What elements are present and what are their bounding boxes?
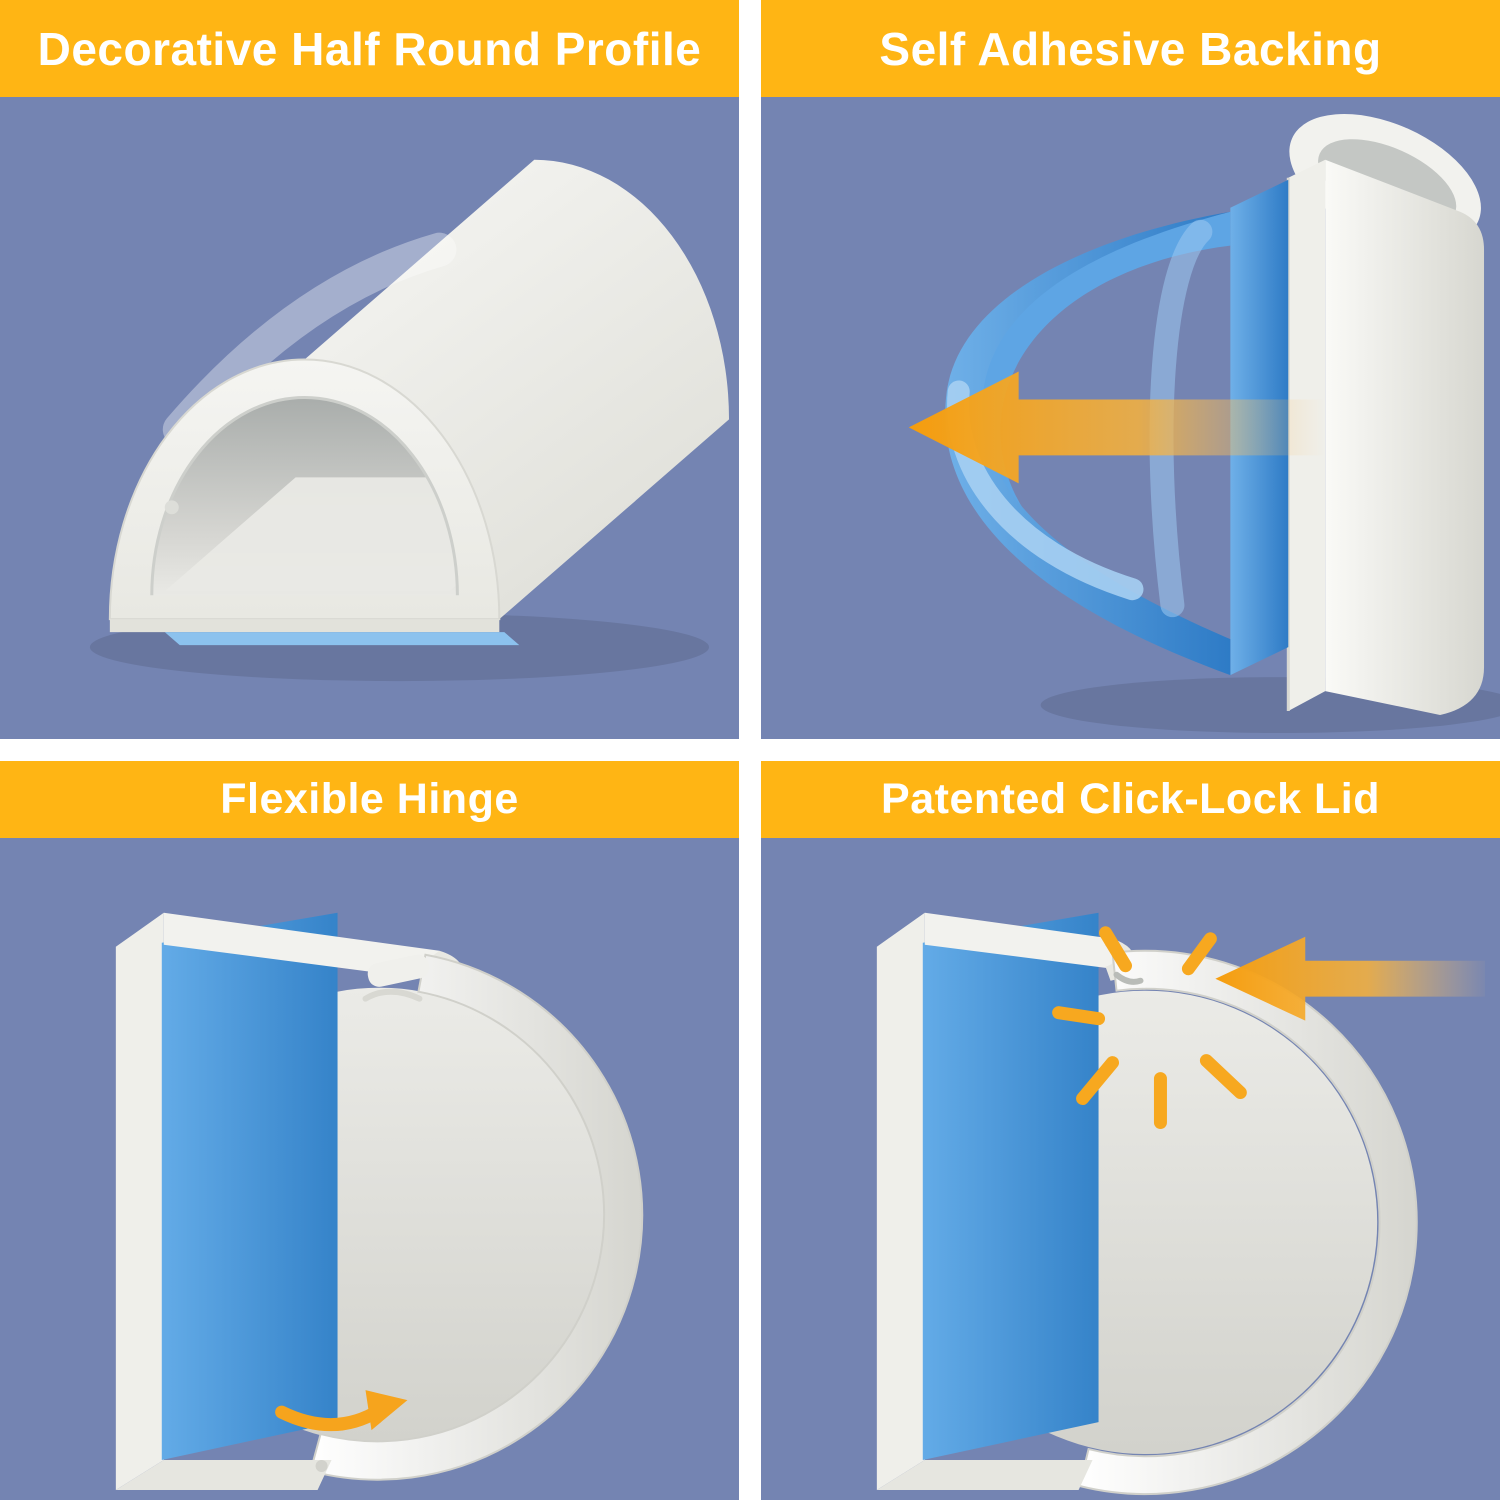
channel-lid-side <box>1325 159 1485 716</box>
back-plate <box>115 912 164 1491</box>
base-floor <box>876 1460 1093 1491</box>
adhesive-face <box>922 912 1099 1461</box>
latch-seam <box>1113 971 1144 985</box>
panel-half-round-profile: Decorative Half Round Profile <box>0 0 739 739</box>
panel-title: Flexible Hinge <box>0 761 739 838</box>
hinge-point <box>315 1460 328 1473</box>
panel-title: Self Adhesive Backing <box>761 0 1500 97</box>
panel-click-lock-lid: Patented Click-Lock Lid <box>761 761 1500 1500</box>
cavity-floor <box>164 477 458 592</box>
panel-title: Decorative Half Round Profile <box>0 0 739 97</box>
click-lock-illustration <box>876 912 1486 1496</box>
half-round-channel <box>108 159 730 646</box>
click-burst-icon <box>1052 926 1247 1130</box>
top-flange <box>163 912 440 981</box>
self-adhesive-illustration <box>908 113 1500 733</box>
push-arrow-icon <box>1215 936 1486 1021</box>
cable-clip-detail <box>164 500 179 515</box>
panel-self-adhesive-backing: Self Adhesive Backing <box>761 0 1500 739</box>
panel-flexible-hinge: Flexible Hinge <box>0 761 739 1500</box>
panel-title: Patented Click-Lock Lid <box>761 761 1500 838</box>
liner-bend-highlight <box>1149 219 1213 618</box>
base-floor <box>115 1460 332 1491</box>
flexible-hinge-illustration <box>115 912 644 1491</box>
adhesive-face <box>161 912 338 1461</box>
adhesive-strip <box>164 632 520 646</box>
hinge-arrow-icon <box>275 1390 408 1432</box>
open-channel-cross-section <box>115 912 644 1491</box>
base-edge <box>109 619 500 633</box>
half-round-profile-illustration <box>89 159 730 682</box>
back-plate <box>876 912 925 1491</box>
top-flange <box>924 912 1113 969</box>
locked-lid <box>1078 949 1418 1496</box>
closed-channel-cross-section <box>876 912 1418 1496</box>
lid-latch-edge <box>367 954 430 987</box>
lid-inner-lip <box>362 988 423 1002</box>
